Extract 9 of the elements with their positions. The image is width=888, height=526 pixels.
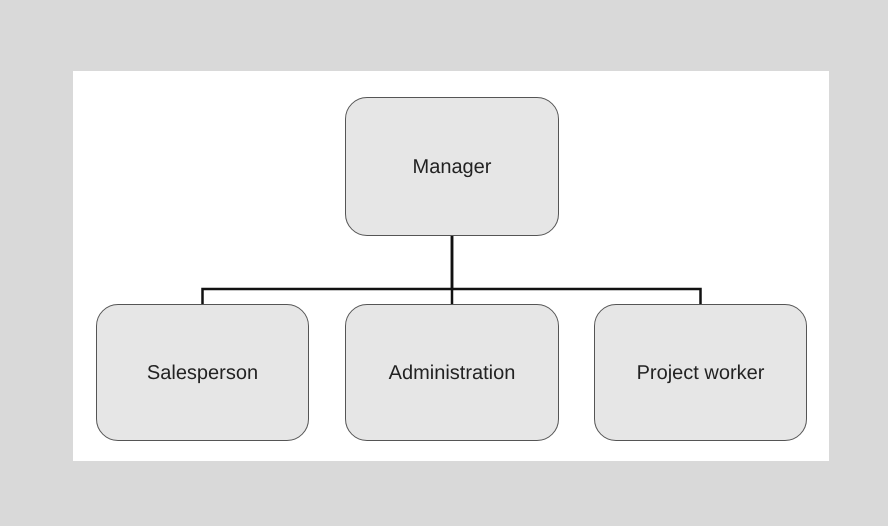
connector-line <box>450 236 702 304</box>
role-box <box>345 304 559 441</box>
role-label: Project worker <box>636 360 764 386</box>
role-box <box>594 304 807 441</box>
role-label: Administration <box>388 360 516 386</box>
role-label: Manager <box>412 154 492 180</box>
role-box <box>345 97 559 236</box>
role-box <box>96 304 309 441</box>
role-label: Salesperson <box>146 360 258 386</box>
